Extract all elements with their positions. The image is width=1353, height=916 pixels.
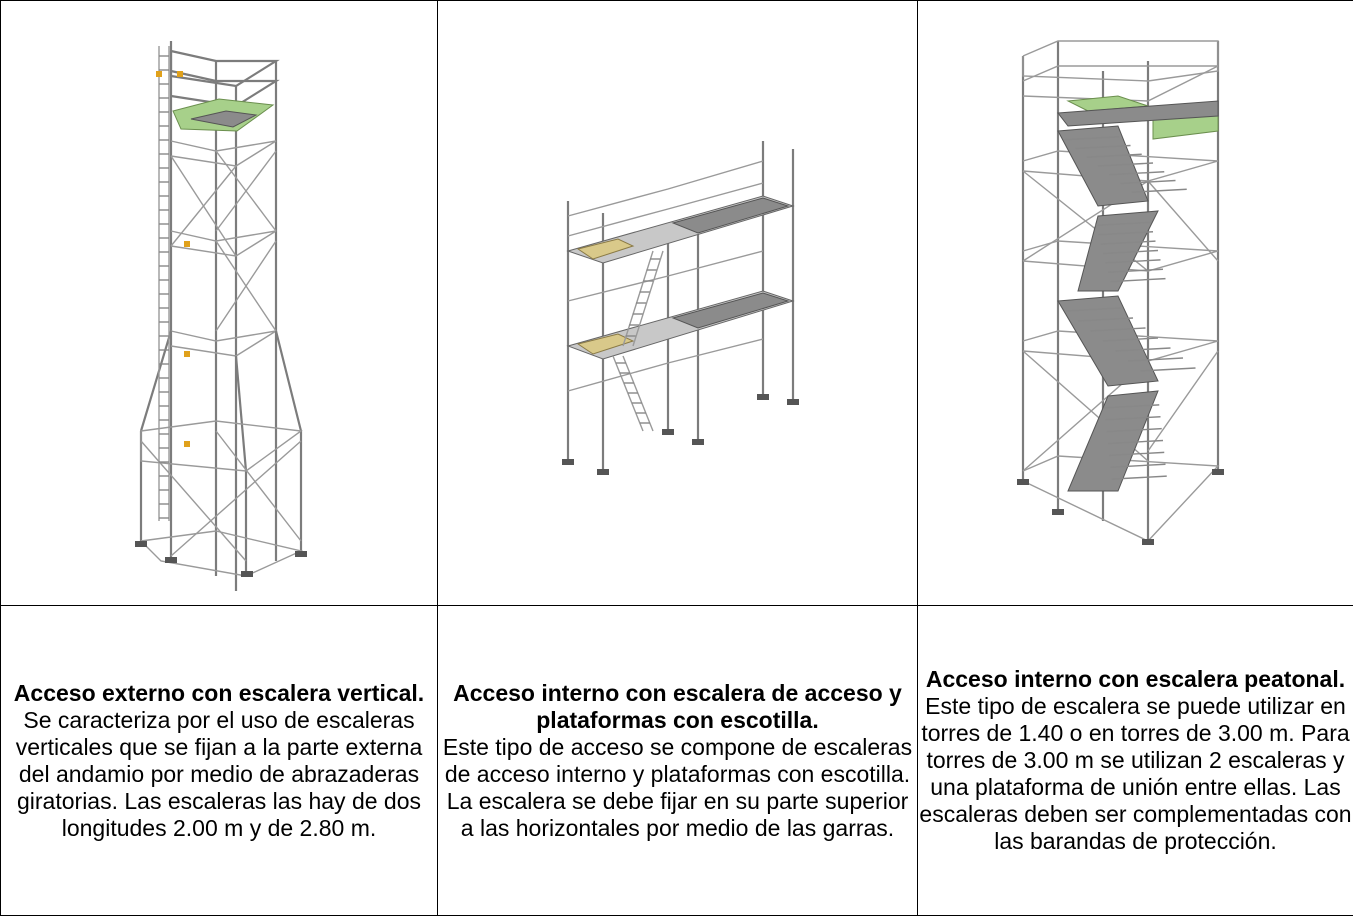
caption-body: Este tipo de acceso se compone de escale… [442, 733, 913, 841]
text-row: Acceso externo con escalera vertical. Se… [0, 605, 1353, 916]
caption-stair-tower: Acceso interno con escalera peatonal. Es… [917, 605, 1353, 916]
caption-title: Acceso externo con escalera vertical. [13, 679, 425, 706]
caption-external-ladder: Acceso externo con escalera vertical. Se… [0, 605, 438, 916]
caption-body: Se caracteriza por el uso de escaleras v… [15, 706, 423, 841]
caption-title: Acceso interno con escalera de acceso y … [453, 679, 902, 733]
caption-internal-ladder: Acceso interno con escalera de acceso y … [437, 605, 918, 916]
scaffold-frame-internal-ladder-illustration [562, 141, 799, 475]
scaffold-tower-external-ladder-illustration [135, 41, 307, 591]
image-cell-stair-tower [917, 0, 1353, 606]
image-row [0, 0, 1353, 606]
caption-body: Este tipo de escalera se puede utilizar … [919, 693, 1352, 854]
image-cell-internal-ladder [437, 0, 918, 606]
caption-title: Acceso interno con escalera peatonal. [925, 666, 1346, 692]
scaffold-stair-tower-illustration [1017, 40, 1224, 545]
image-cell-external-ladder [0, 0, 438, 606]
